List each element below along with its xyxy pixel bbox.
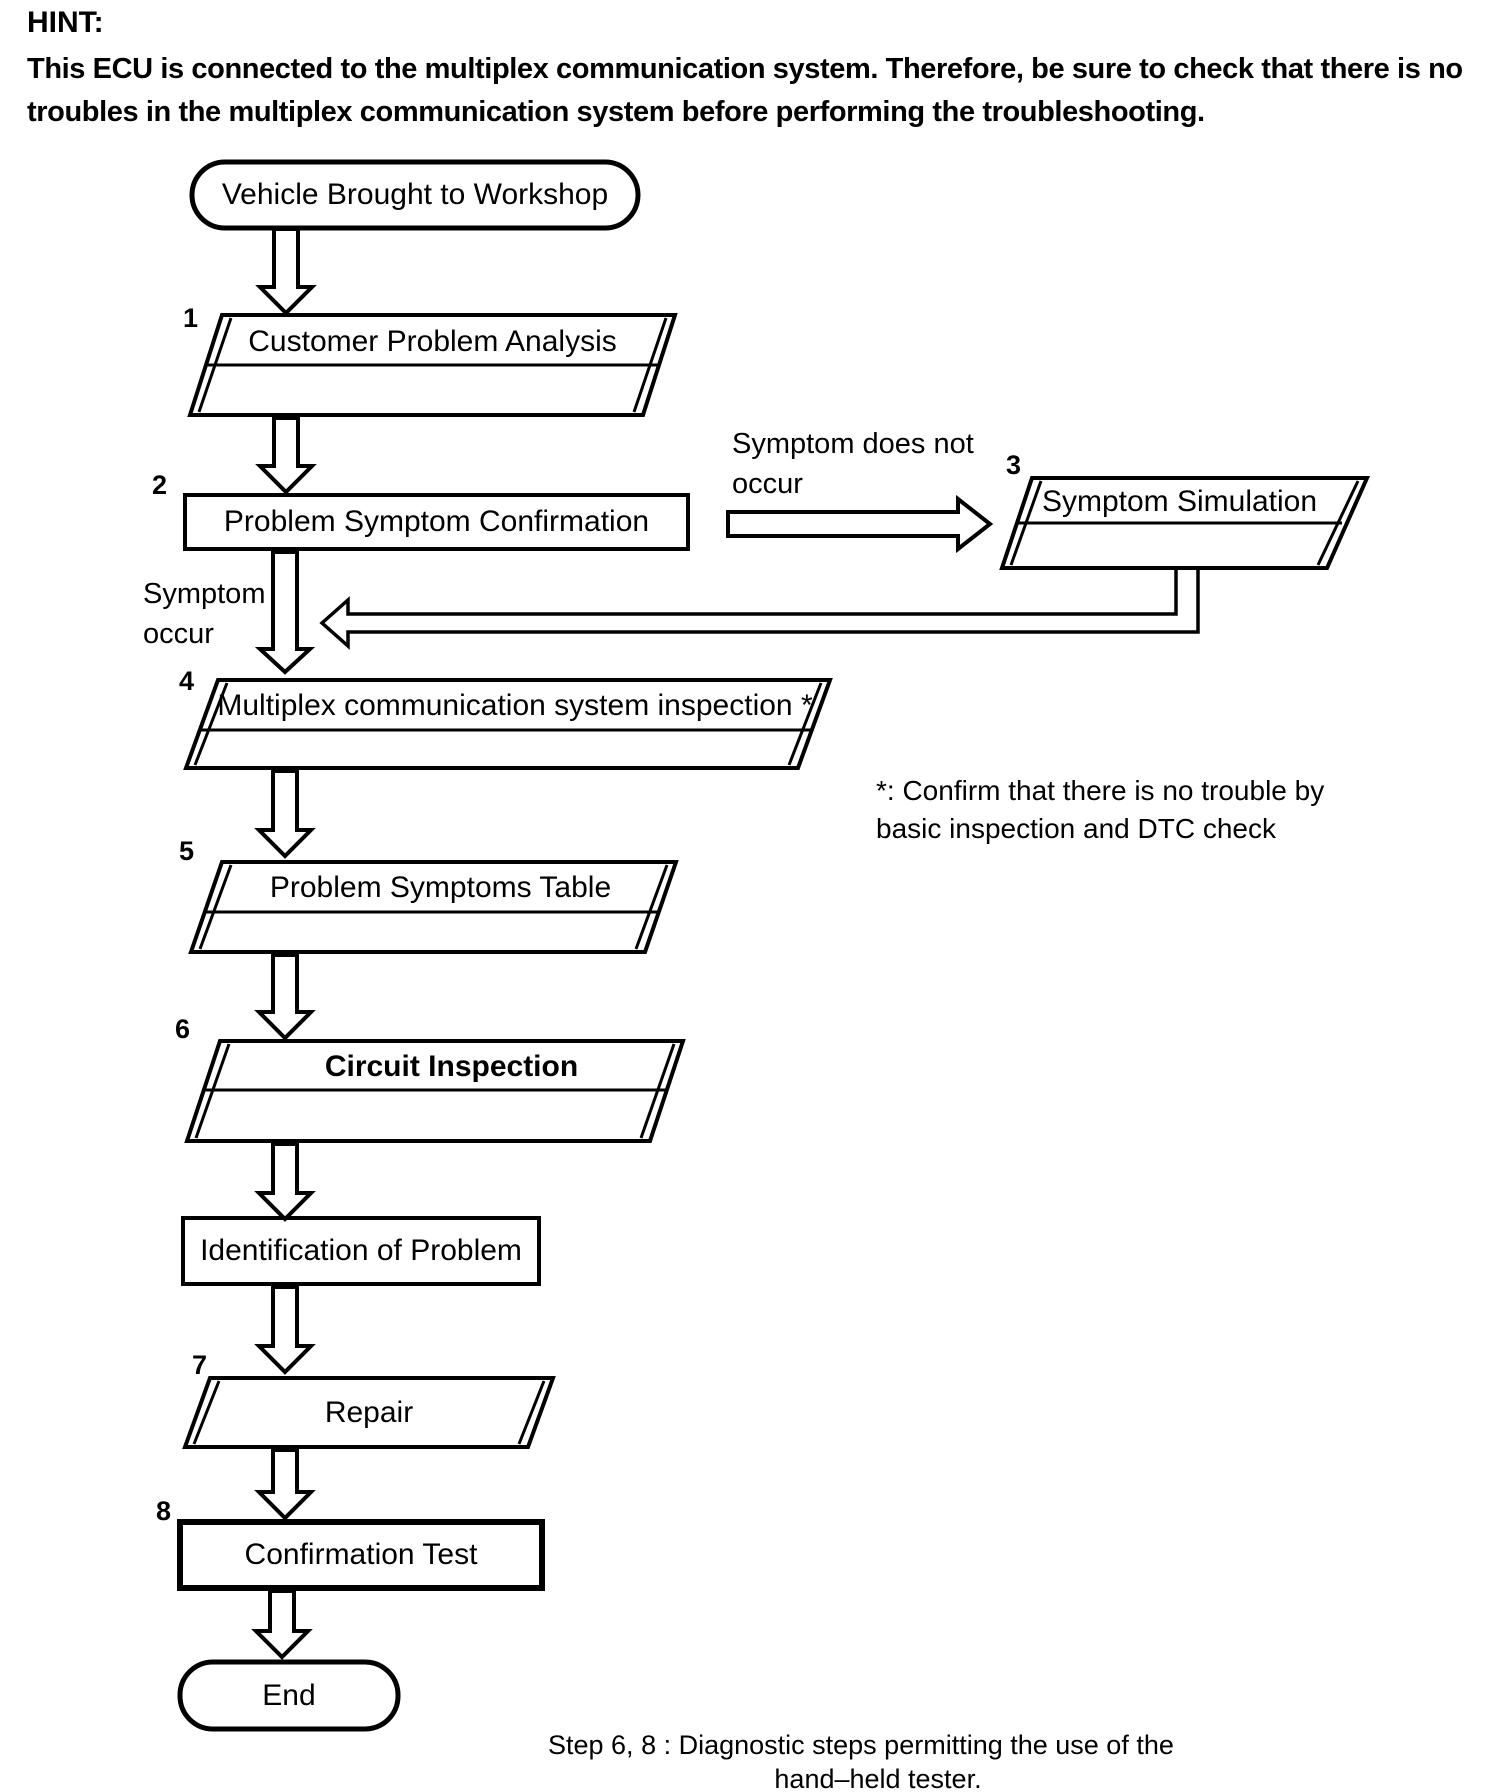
arrow-step1-to-step2: [255, 416, 317, 495]
step2-rectangle: [183, 493, 690, 551]
arrow-step2-to-step4: [254, 550, 316, 675]
step4-parallelogram: [183, 678, 833, 770]
hint-title: HINT:: [27, 6, 104, 39]
step-number-6: 6: [175, 1014, 191, 1044]
node-problem-symptoms-table: Problem Symptoms Table: [269, 871, 612, 905]
node-repair: Repair: [324, 1395, 414, 1429]
step-number-7: 7: [192, 1350, 208, 1380]
arrow-step7-to-step8: [254, 1448, 316, 1521]
step-number-2: 2: [152, 470, 168, 500]
node-confirmation-test: Confirmation Test: [244, 1538, 478, 1572]
arrow-step2-to-step3: [726, 494, 994, 554]
node-problem-symptom-confirmation: Problem Symptom Confirmation: [223, 505, 650, 539]
node-end: End: [262, 1678, 316, 1712]
step-number-5: 5: [179, 836, 195, 866]
node-identification-of-problem: Identification of Problem: [200, 1234, 522, 1268]
branch-label-symptom-does-not-occur: Symptom does not occur: [732, 428, 974, 500]
arrow-step3-return: [319, 566, 1200, 650]
arrow-step6-to-identification: [254, 1142, 316, 1222]
start-terminator-shape: [189, 159, 641, 231]
step-number-4: 4: [179, 666, 195, 696]
asterisk-footnote: *: Confirm that there is no trouble by b…: [876, 775, 1325, 844]
arrow-step8-to-end: [251, 1589, 313, 1660]
node-customer-problem-analysis: Customer Problem Analysis: [248, 324, 617, 358]
node-start: Vehicle Brought to Workshop: [221, 178, 609, 212]
node-symptom-simulation: Symptom Simulation: [1041, 484, 1318, 518]
caption-line2: hand–held tester.: [774, 1764, 982, 1792]
arrow-start-to-step1: [255, 227, 317, 316]
step5-parallelogram: [188, 860, 679, 954]
flow-arrows: [251, 227, 1200, 1660]
step-number-8: 8: [156, 1496, 172, 1526]
step8-rectangle: [177, 1519, 545, 1591]
node-circuit-inspection: Circuit Inspection: [324, 1049, 579, 1083]
step6-parallelogram: [184, 1039, 686, 1143]
arrow-identification-to-step7: [254, 1285, 316, 1375]
arrow-step4-to-step5: [254, 769, 316, 859]
end-terminator-shape: [177, 1659, 401, 1732]
step-number-1: 1: [183, 303, 199, 333]
node-multiplex-inspection: Multiplex communication system inspectio…: [217, 689, 813, 723]
step1-parallelogram: [187, 313, 678, 417]
caption-line1: Step 6, 8 : Diagnostic steps permitting …: [548, 1730, 1174, 1760]
step7-parallelogram: [182, 1376, 556, 1449]
step-number-3: 3: [1006, 450, 1022, 480]
identification-rectangle: [181, 1216, 541, 1286]
hint-body: This ECU is connected to the multiplex c…: [27, 53, 1463, 128]
branch-label-symptom-occur: Symptom occur: [143, 578, 266, 650]
arrow-step5-to-step6: [254, 953, 316, 1041]
step3-parallelogram: [999, 476, 1371, 570]
